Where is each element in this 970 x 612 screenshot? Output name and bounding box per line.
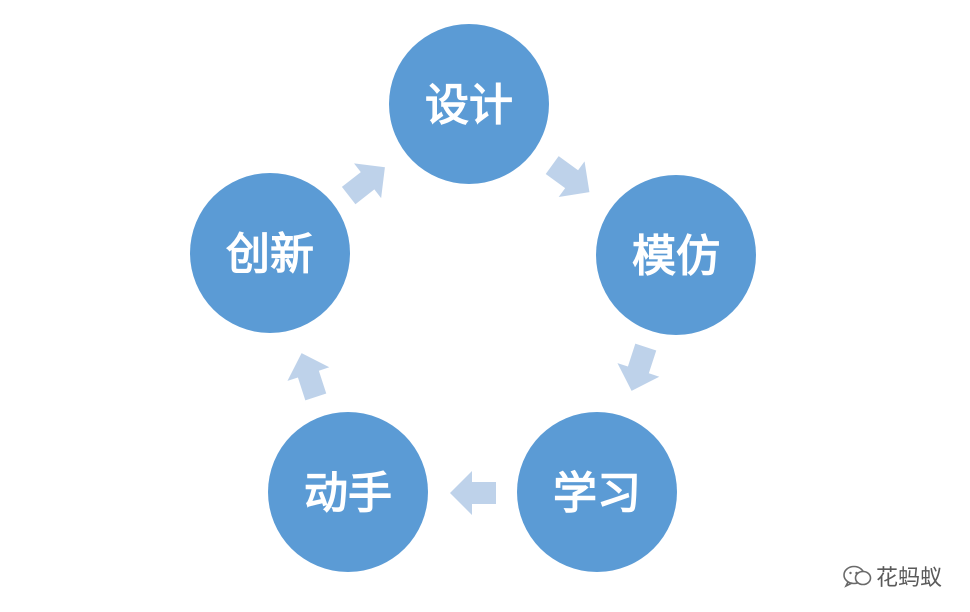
node-imitate: 模仿 — [596, 175, 756, 335]
watermark-text: 花蚂蚁 — [875, 566, 942, 591]
arrow-innovate-to-design — [335, 149, 399, 213]
node-innovate: 创新 — [190, 173, 350, 333]
node-design-label: 设计 — [425, 80, 513, 131]
watermark: 花蚂蚁 — [842, 560, 942, 592]
arrow-handson-to-innovate — [280, 346, 337, 404]
arrow-learn-to-handson — [450, 471, 496, 515]
node-hands-on-label: 动手 — [304, 468, 392, 519]
arrow-design-to-imitate — [539, 147, 603, 210]
arrow-imitate-to-learn — [610, 340, 667, 398]
node-innovate-label: 创新 — [226, 229, 314, 280]
node-learn-label: 学习 — [553, 468, 641, 519]
node-imitate-label: 模仿 — [632, 231, 720, 282]
node-design: 设计 — [389, 24, 549, 184]
node-learn: 学习 — [517, 412, 677, 572]
node-hands-on: 动手 — [268, 412, 428, 572]
wechat-icon — [843, 565, 872, 588]
